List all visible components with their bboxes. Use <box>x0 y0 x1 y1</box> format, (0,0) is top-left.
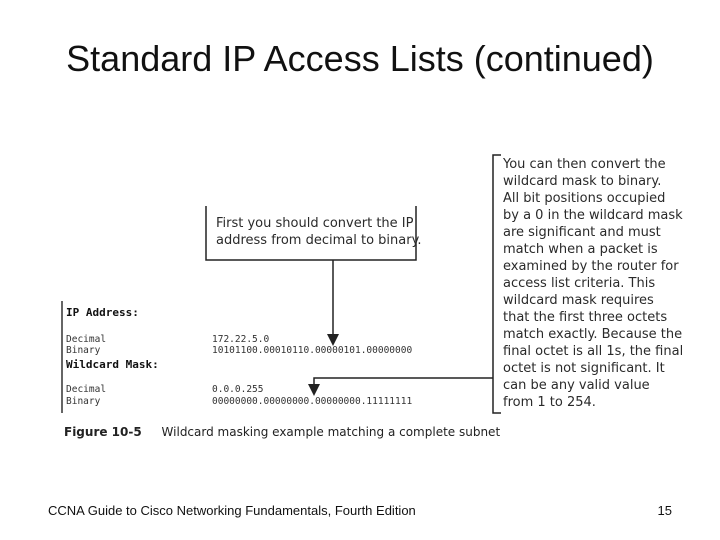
callout-right-line: wildcard mask to binary. <box>503 174 662 189</box>
callout-right-line: octet is not significant. It <box>503 361 665 376</box>
callout-right-line: can be any valid value <box>503 378 650 393</box>
ip-binary-label: Binary <box>66 345 101 356</box>
page-number: 15 <box>657 503 672 518</box>
callout-left-line: address from decimal to binary. <box>216 233 422 248</box>
ip-binary-value: 10101100.00010110.00000101.00000000 <box>212 345 413 356</box>
figure-caption: Figure 10-5 Wildcard masking example mat… <box>64 425 500 439</box>
callout-right-line: match exactly. Because the <box>503 327 683 342</box>
callout-right: You can then convert the wildcard mask t… <box>503 156 684 411</box>
right-callout-arrowhead <box>308 384 320 396</box>
callout-right-line: are significant and must <box>503 225 661 240</box>
left-callout-bracket <box>205 206 417 261</box>
footer-book-title: CCNA Guide to Cisco Networking Fundament… <box>48 503 416 518</box>
right-callout-arrow-line <box>313 377 493 386</box>
callout-right-line: wildcard mask requires <box>503 293 654 308</box>
figure-caption-label: Figure 10-5 <box>64 425 142 439</box>
slide-title: Standard IP Access Lists (continued) <box>66 38 654 79</box>
callout-right-line: access list criteria. This <box>503 276 656 291</box>
callout-right-line: by a 0 in the wildcard mask <box>503 208 683 223</box>
wildcard-mask-heading: Wildcard Mask: <box>66 358 159 371</box>
ip-address-heading: IP Address: <box>66 306 139 319</box>
wc-binary-value: 00000000.00000000.00000000.11111111 <box>212 396 413 407</box>
callout-right-line: examined by the router for <box>503 259 679 274</box>
wc-binary-label: Binary <box>66 396 101 407</box>
callout-right-line: that the first three octets <box>503 310 668 325</box>
left-callout-arrowhead <box>327 334 339 346</box>
callout-right-line: All bit positions occupied <box>503 191 666 206</box>
wc-decimal-label: Decimal <box>66 384 107 395</box>
ip-decimal-label: Decimal <box>66 334 107 345</box>
wc-decimal-value: 0.0.0.255 <box>212 384 264 395</box>
callout-left-line: First you should convert the IP <box>216 216 414 231</box>
callout-right-line: match when a packet is <box>503 242 658 257</box>
right-callout-bracket <box>492 154 501 414</box>
callout-right-line: from 1 to 254. <box>503 395 596 410</box>
ip-decimal-value: 172.22.5.0 <box>212 334 270 345</box>
callout-right-line: You can then convert the <box>503 157 666 172</box>
callout-left: First you should convert the IP address … <box>216 215 422 249</box>
callout-right-line: final octet is all 1s, the final <box>503 344 684 359</box>
figure-caption-text: Wildcard masking example matching a comp… <box>161 425 501 439</box>
